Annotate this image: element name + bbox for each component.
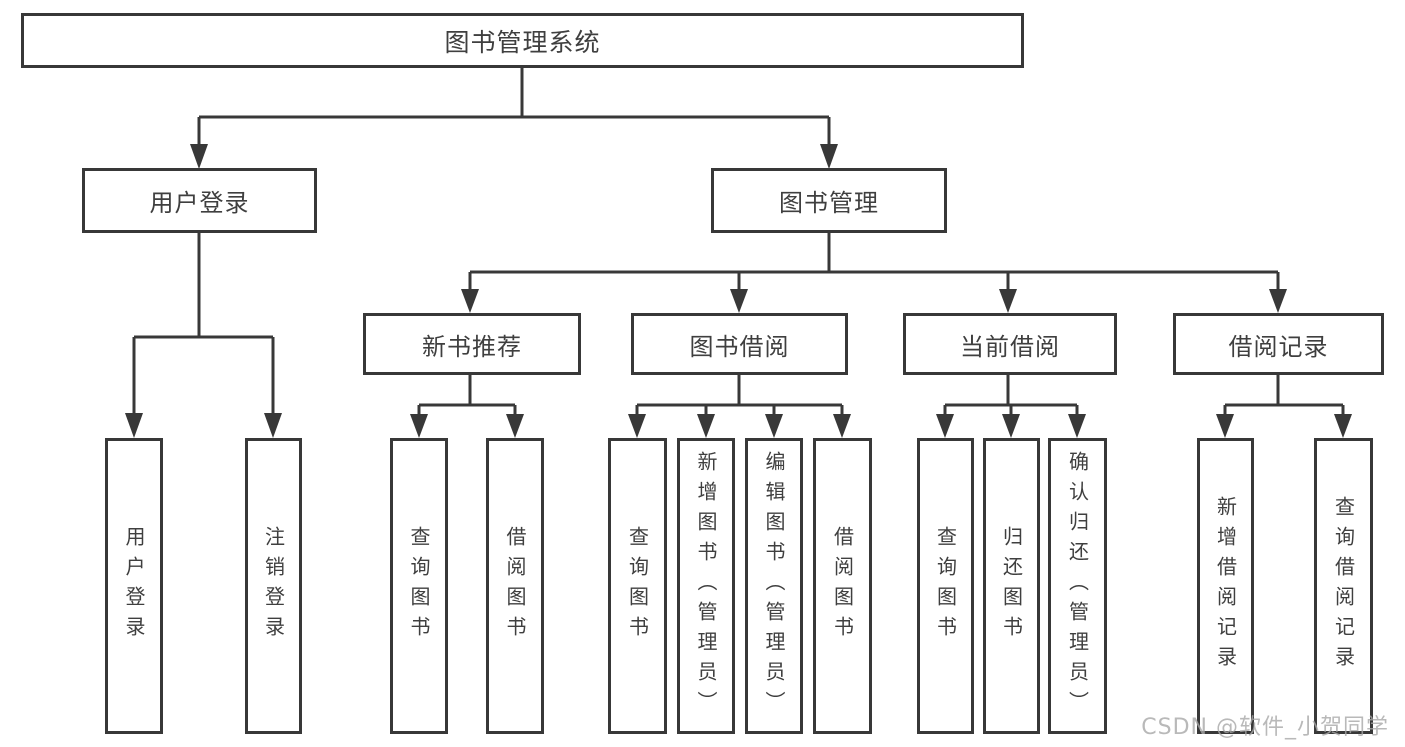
leaf-query-books-current: 查询图书	[917, 438, 974, 734]
arrowhead	[190, 144, 208, 169]
node-book-management: 图书管理	[711, 168, 947, 233]
arrowhead	[765, 414, 783, 438]
connector-root-to-level2	[190, 68, 838, 169]
arrowhead	[1216, 414, 1234, 438]
arrowhead	[697, 414, 715, 438]
leaf-add-borrow-record: 新增借阅记录	[1197, 438, 1254, 734]
leaf-label: 新增借阅记录	[1213, 496, 1238, 676]
leaf-query-books-borrow: 查询图书	[608, 438, 667, 734]
leaf-label: 查询借阅记录	[1331, 496, 1356, 676]
leaf-return-books: 归还图书	[983, 438, 1040, 734]
node-borrow-records: 借阅记录	[1173, 313, 1384, 375]
leaf-add-books-admin: 新增图书（管理员）	[677, 438, 735, 734]
leaf-label: 查询图书	[407, 526, 431, 646]
leaf-label: 确认归还（管理员）	[1065, 451, 1090, 721]
connector-book-management-to-level3	[461, 233, 1287, 313]
leaf-user-login: 用户登录	[105, 438, 163, 734]
node-label: 图书管理系统	[444, 27, 601, 57]
leaf-label: 查询图书	[933, 526, 958, 646]
node-book-borrow: 图书借阅	[631, 313, 848, 375]
connector-book-borrow-to-leaves	[628, 375, 851, 438]
node-label: 借阅记录	[1228, 332, 1329, 361]
leaf-label: 借阅图书	[830, 526, 855, 646]
leaf-label: 归还图书	[999, 526, 1024, 646]
arrowhead	[410, 414, 428, 438]
node-user-login: 用户登录	[82, 168, 317, 233]
arrowhead	[628, 414, 646, 438]
arrowhead	[461, 289, 479, 313]
leaf-borrow-books: 借阅图书	[813, 438, 872, 734]
arrowhead	[833, 414, 851, 438]
node-new-book-recommend: 新书推荐	[363, 313, 581, 375]
node-label: 当前借阅	[960, 332, 1060, 361]
leaf-borrow-books-recommend: 借阅图书	[486, 438, 544, 734]
leaf-label: 用户登录	[122, 526, 146, 646]
arrowhead	[730, 289, 748, 313]
leaf-edit-books-admin: 编辑图书（管理员）	[745, 438, 803, 734]
connector-new-book-to-leaves	[410, 375, 524, 438]
arrowhead	[125, 413, 143, 438]
leaf-confirm-return-admin: 确认归还（管理员）	[1048, 438, 1107, 734]
connector-borrow-records-to-leaves	[1216, 375, 1352, 438]
node-label: 新书推荐	[422, 332, 522, 361]
node-label: 图书管理	[779, 189, 879, 217]
connector-user-login-to-leaves	[125, 233, 282, 438]
connector-current-borrow-to-leaves	[936, 375, 1086, 438]
leaf-query-borrow-record: 查询借阅记录	[1314, 438, 1373, 734]
node-library-management-system: 图书管理系统	[21, 13, 1024, 68]
leaf-query-books-recommend: 查询图书	[390, 438, 448, 734]
arrowhead	[1068, 414, 1086, 438]
leaf-logout: 注销登录	[245, 438, 302, 734]
arrowhead	[999, 289, 1017, 313]
node-label: 图书借阅	[689, 332, 790, 361]
leaf-label: 查询图书	[625, 526, 650, 646]
arrowhead	[264, 413, 282, 438]
csdn-watermark: CSDN @软件_小贺同学	[1141, 715, 1389, 740]
arrowhead	[1002, 414, 1020, 438]
arrowhead	[820, 144, 838, 169]
node-current-borrow: 当前借阅	[903, 313, 1117, 375]
arrowhead	[1269, 289, 1287, 313]
arrowhead	[936, 414, 954, 438]
arrowhead	[1334, 414, 1352, 438]
leaf-label: 新增图书（管理员）	[694, 451, 718, 721]
leaf-label: 注销登录	[261, 526, 286, 646]
leaf-label: 借阅图书	[503, 526, 527, 646]
node-label: 用户登录	[149, 189, 250, 217]
arrowhead	[506, 414, 524, 438]
leaf-label: 编辑图书（管理员）	[762, 451, 786, 721]
